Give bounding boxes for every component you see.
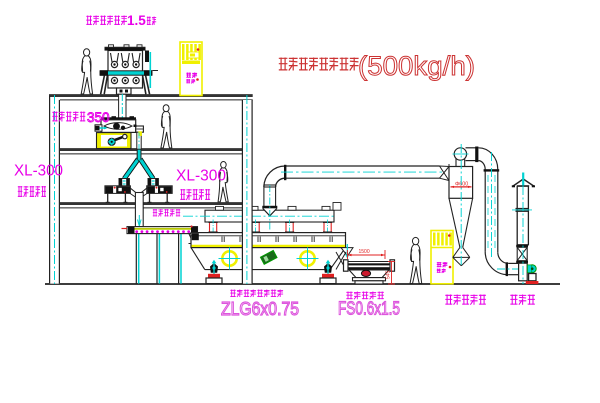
svg-text:ZLG6x0.75: ZLG6x0.75	[221, 299, 299, 319]
svg-text:545: 545	[386, 270, 392, 279]
svg-text:350: 350	[87, 110, 110, 125]
svg-text:(500kg/h): (500kg/h)	[358, 51, 475, 81]
svg-text:FS0.6x1.5: FS0.6x1.5	[338, 299, 400, 319]
svg-text:1500: 1500	[359, 249, 370, 255]
svg-text:1.5: 1.5	[127, 13, 146, 28]
svg-text:XL-300: XL-300	[176, 168, 226, 185]
svg-text:XL-300: XL-300	[14, 163, 63, 180]
